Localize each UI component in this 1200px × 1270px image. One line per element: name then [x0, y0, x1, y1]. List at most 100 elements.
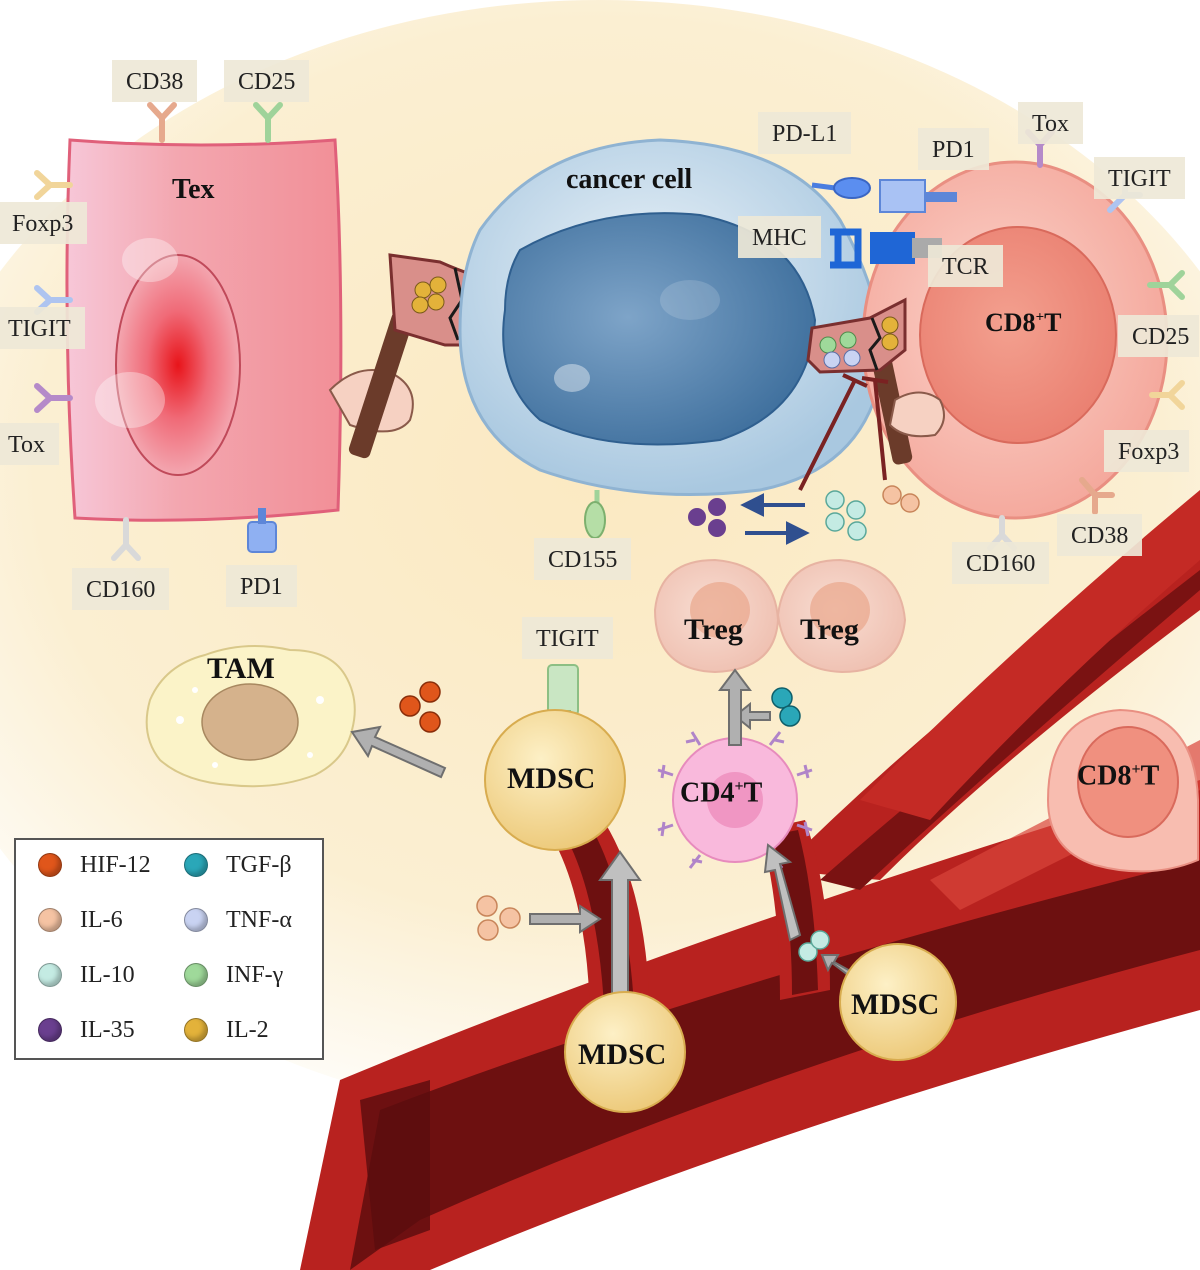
treg-cells	[653, 558, 907, 674]
legend-swatch	[38, 853, 62, 877]
legend-label: TGF-β	[226, 851, 292, 878]
cd8-vessel-title-suffix: T	[1140, 760, 1160, 792]
tex-cd38-receptor	[147, 102, 177, 143]
label-cd8-cd160: CD160	[952, 542, 1050, 584]
cd8-title-sup: +	[1035, 309, 1045, 326]
cancer-cell-title: cancer cell	[566, 164, 693, 195]
label-tex-tox: Tox	[0, 423, 59, 465]
legend-swatch	[38, 963, 62, 987]
arrow-mdsc-recruit-right	[763, 843, 802, 942]
tam-cell	[145, 645, 356, 788]
label-cd8-tigit: TIGIT	[1094, 157, 1185, 199]
mhc-molecule	[830, 228, 862, 269]
legend-item-infg: INF-γ	[184, 960, 283, 990]
legend-label: HIF-12	[80, 851, 151, 878]
label-tex-pd1: PD1	[226, 565, 297, 607]
mdsc-1-title: MDSC	[507, 762, 596, 795]
label-mdsc-tigit: TIGIT	[522, 617, 613, 659]
cd4-title-sup: +	[734, 778, 744, 795]
mdsc-2-title: MDSC	[578, 1038, 667, 1071]
arrow-tgf-to-cd4	[733, 701, 771, 731]
cytokine-legend: HIF-12 TGF-β IL-6 TNF-α IL-10 INF-γ IL-3…	[14, 838, 324, 1060]
label-pd1: PD1	[918, 128, 989, 170]
cd4-t-cell-title: CD4+T	[680, 779, 762, 807]
legend-label: IL-35	[80, 1016, 135, 1043]
cd4-title-base: CD4	[680, 777, 735, 809]
cd155-receptor	[584, 490, 606, 539]
il10-cluster	[825, 490, 867, 541]
legend-item-hif12: HIF-12	[38, 850, 151, 880]
tex-cell-title: Tex	[172, 174, 215, 205]
cd8-title-suffix: T	[1044, 308, 1062, 337]
label-tex-cd38: CD38	[112, 60, 198, 102]
arrow-mdsc-to-tam	[350, 725, 447, 779]
hif12-cluster	[399, 681, 441, 733]
legend-swatch	[184, 853, 208, 877]
cd4-title-suffix: T	[743, 777, 763, 809]
tex-foxp3-receptor	[34, 170, 73, 200]
cd8-foxp3-receptor	[1149, 380, 1185, 410]
label-cd8-foxp3: Foxp3	[1104, 430, 1190, 472]
legend-item-il6: IL-6	[38, 905, 123, 935]
legend-item-il2: IL-2	[184, 1015, 269, 1045]
mdsc-upper	[484, 664, 626, 851]
legend-swatch	[38, 1018, 62, 1042]
legend-item-tnfa: TNF-α	[184, 905, 292, 935]
legend-label: IL-10	[80, 961, 135, 988]
tex-pd1-receptor	[247, 508, 277, 553]
il10-cluster-lower	[798, 930, 830, 962]
legend-label: INF-γ	[226, 961, 284, 988]
label-cd8-cd25: CD25	[1118, 315, 1200, 357]
tex-tox-receptor	[34, 383, 73, 413]
label-mhc: MHC	[738, 216, 821, 258]
treg-2-title: Treg	[800, 613, 859, 646]
cytokine-exchange-arrows	[740, 493, 810, 545]
label-tcr: TCR	[928, 245, 1003, 287]
legend-label: IL-2	[226, 1016, 269, 1043]
cd8-hammer	[806, 297, 945, 465]
tam-title: TAM	[207, 652, 275, 685]
cd8-t-cell-vessel-title: CD8+T	[1077, 762, 1159, 790]
cd8-title-base: CD8	[985, 308, 1036, 337]
label-cd8-cd38: CD38	[1057, 514, 1143, 556]
legend-item-il35: IL-35	[38, 1015, 135, 1045]
mdsc-3-title: MDSC	[851, 988, 940, 1021]
mdsc-lower-right	[839, 943, 957, 1061]
label-tex-tigit: TIGIT	[0, 307, 85, 349]
cd8-vessel-title-base: CD8	[1077, 760, 1132, 792]
pdl1-ligand	[811, 177, 871, 199]
cd8-cd25-receptor	[1147, 270, 1185, 300]
legend-item-il10: IL-10	[38, 960, 135, 990]
il6-cluster-right	[882, 485, 920, 513]
cd8-t-cell-title: CD8+T	[985, 310, 1061, 336]
cd8-cd38-receptor	[1079, 477, 1115, 515]
pd1-receptor	[879, 179, 957, 213]
cd8-vessel-title-sup: +	[1131, 761, 1141, 778]
legend-swatch	[38, 908, 62, 932]
legend-swatch	[184, 963, 208, 987]
legend-item-tgfb: TGF-β	[184, 850, 292, 880]
mdsc-lower-left	[564, 991, 686, 1113]
legend-swatch	[184, 908, 208, 932]
cd8-t-cell-vessel	[1046, 708, 1199, 873]
arrow-il6-to-vessel	[529, 904, 602, 934]
legend-label: IL-6	[80, 906, 123, 933]
tex-cd160-receptor	[111, 517, 141, 561]
treg-1-title: Treg	[684, 613, 743, 646]
label-tex-cd160: CD160	[72, 568, 170, 610]
tex-cd25-receptor	[253, 102, 283, 143]
label-pdl1: PD-L1	[758, 112, 852, 154]
legend-swatch	[184, 1018, 208, 1042]
label-cd155: CD155	[534, 538, 632, 580]
il6-cluster-left	[476, 895, 521, 941]
tgf-cluster	[771, 687, 801, 727]
inhibition-lines	[798, 373, 889, 491]
il35-cluster	[688, 498, 726, 537]
legend-label: TNF-α	[226, 906, 292, 933]
label-tex-foxp3: Foxp3	[0, 202, 88, 244]
arrow-cd4-to-treg	[718, 668, 752, 746]
arrow-mdsc-recruit-left	[598, 850, 642, 1001]
label-tex-cd25: CD25	[224, 60, 310, 102]
label-cd8-tox: Tox	[1018, 102, 1083, 144]
